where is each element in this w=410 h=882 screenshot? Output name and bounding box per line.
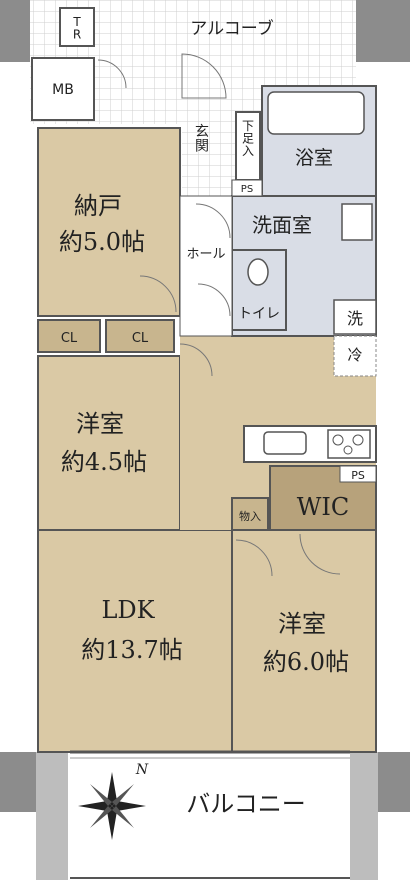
- hall-floor: [179, 195, 233, 337]
- door-swing: [181, 53, 227, 99]
- washer-space: [333, 299, 377, 335]
- door-swing: [197, 283, 231, 317]
- door-swing: [139, 275, 177, 313]
- pier-bottom-right: [376, 752, 410, 812]
- cl-label-1: CL: [61, 331, 78, 346]
- ps-box-2: [339, 465, 377, 483]
- ldk-name: LDK: [101, 596, 155, 624]
- nando-room: [37, 127, 181, 317]
- pier-bottom-left: [0, 752, 36, 812]
- wic-label: WIC: [297, 493, 350, 521]
- ldk-room: [37, 529, 233, 753]
- bathtub: [267, 91, 365, 135]
- hall-label: ホール: [186, 247, 225, 262]
- balcony-label: バルコニー: [186, 790, 306, 818]
- sink: [263, 431, 307, 455]
- burner: [343, 445, 353, 455]
- nando-size: 約5.0帖: [59, 228, 145, 256]
- burner: [332, 434, 344, 446]
- geta-label: 下足入: [242, 119, 254, 158]
- door-swing: [179, 343, 213, 377]
- mb-label: MB: [52, 82, 74, 98]
- western2-name: 洋室: [278, 610, 326, 638]
- fridge-space: [333, 335, 377, 377]
- burner: [352, 434, 364, 446]
- closet-1: [37, 319, 101, 353]
- door-swing: [97, 59, 127, 89]
- western1-name: 洋室: [76, 410, 124, 438]
- genkan-label: 玄関: [195, 123, 209, 155]
- balcony-side-left: [36, 752, 68, 880]
- balcony-side-right: [350, 752, 378, 880]
- geta-closet: [235, 111, 261, 181]
- compass-icon: [78, 772, 146, 840]
- north-label: N: [135, 762, 149, 778]
- tr-box: [59, 7, 95, 47]
- door-swing: [195, 203, 231, 239]
- door-swing: [299, 533, 341, 575]
- ps-label-2: PS: [351, 469, 365, 482]
- toilet-bowl: [247, 258, 269, 286]
- western-room-1: [37, 355, 181, 531]
- closet-2: [105, 319, 175, 353]
- bath-label: 浴室: [295, 147, 333, 169]
- ps-box-1: [231, 179, 263, 197]
- mb-box: [31, 57, 95, 121]
- mono-closet: [231, 497, 269, 531]
- rei-label: 冷: [347, 346, 362, 364]
- cl-label-2: CL: [132, 331, 149, 346]
- western2-size: 約6.0帖: [263, 648, 349, 676]
- pier-top-left: [0, 0, 30, 62]
- mono-label: 物入: [239, 509, 261, 523]
- ps-label-1: PS: [241, 184, 253, 195]
- wash-basin: [341, 203, 373, 241]
- door-swing: [235, 539, 273, 577]
- western1-size: 約4.5帖: [61, 448, 147, 476]
- nando-name: 納戸: [74, 192, 122, 220]
- ldk-size: 約13.7帖: [81, 636, 182, 664]
- sen-label: 洗: [347, 309, 363, 328]
- alcove-label: アルコーブ: [190, 18, 273, 39]
- pier-top-right: [356, 0, 410, 62]
- western-room-2: [231, 529, 377, 753]
- toilet-label: トイレ: [238, 306, 280, 322]
- genkan-floor: [182, 112, 236, 196]
- senmen-label: 洗面室: [252, 213, 312, 237]
